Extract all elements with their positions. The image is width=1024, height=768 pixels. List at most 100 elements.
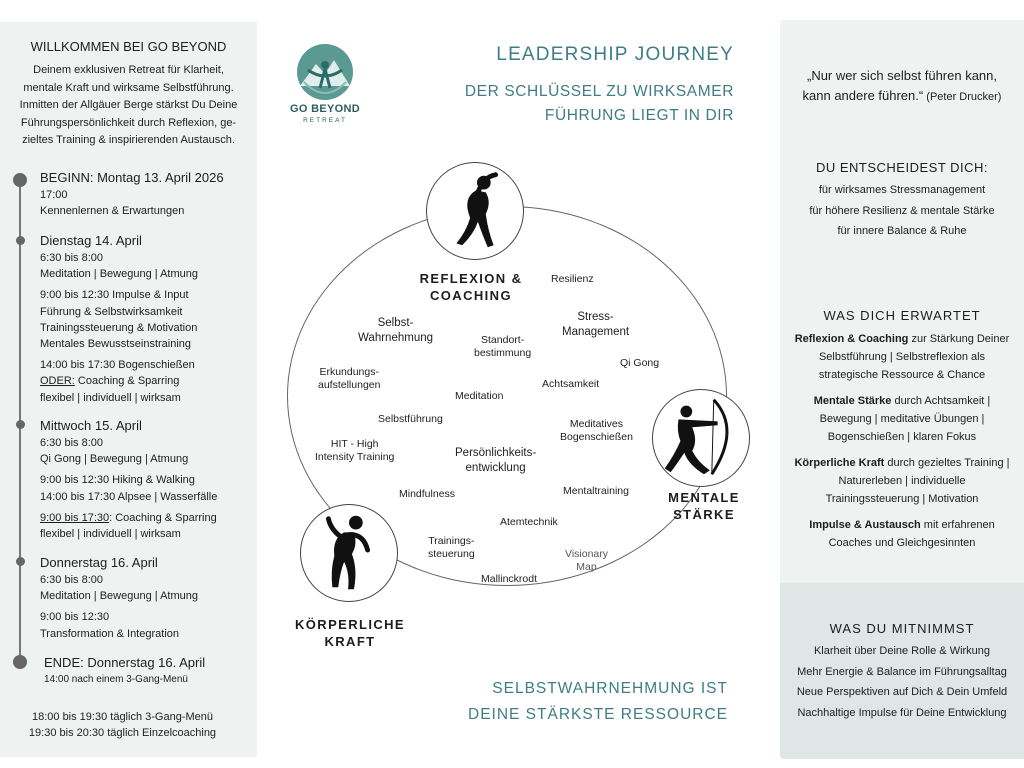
expect-item-koerper: Körperliche Kraft durch gezieltes Traini… [792,454,1012,508]
schedule-thursday: Donnerstag 16. April 6:30 bis 8:00 Medit… [40,555,198,642]
keyword-hit-training: HIT - High Intensity Training [315,438,394,464]
keyword-meditation: Meditation [455,390,504,402]
bottom-slogan: SELBSTWAHRNEHMUNG IST DEINE STÄRKSTE RES… [468,676,728,728]
schedule-line: Meditation | Bewegung | Atmung [40,590,198,603]
hub-label-line: KÖRPERLICHE [294,617,406,632]
schedule-line: Mentales Bewusstseinstraining [40,338,192,351]
keyword-line: HIT - High [330,438,379,450]
keyword-mentaltraining: Mentaltraining [563,485,629,497]
welcome-line: mentale Kraft und wirksame Selbstführung… [23,81,234,94]
keyword-line: entwicklung [465,462,526,474]
koerper-hub-icon [300,504,398,602]
keyword-visionary-map: Visionary Map [565,548,608,574]
keyword-line: steuerung [428,548,475,560]
welcome-text: Deinem exklusiven Retreat für Klarheit, … [0,62,257,150]
schedule-text: Coaching & Sparring [74,375,180,388]
schedule-line: 9:00 bis 12:30 [40,611,110,624]
schedule-begin: BEGINN: Montag 13. April 2026 17:00 Kenn… [40,170,224,219]
slogan-line: SELBSTWAHRNEHMUNG IST [492,680,728,697]
expect-item-text: durch Achtsamkeit | Bewegung | meditativ… [819,395,991,443]
decide-item: für wirksames Stressmanagement [818,184,986,196]
timeline-dot [16,236,25,245]
welcome-title: WILLKOMMEN BEI GO BEYOND [30,39,227,54]
keyword-mallinckrodt: Mallinckrodt [481,573,538,585]
keyword-line: Visionary [565,548,608,560]
jumping-figure-icon [456,172,499,248]
timeline-dot [16,557,25,566]
welcome-line: Führungspersönlichkeit durch Reflexion, … [20,116,237,129]
quote-author: (Peter Drucker) [923,91,1002,103]
keyword-resilienz: Resilienz [551,273,594,285]
hub-label-line: KRAFT [324,634,376,649]
hub-label-line: STÄRKE [673,507,735,522]
keyword-selbstwahrnehmung: Selbst- Wahrnehmung [358,316,433,346]
keyword-line: Management [562,326,630,338]
hub-label-line: REFLEXION & [419,271,523,286]
keyword-achtsamkeit: Achtsamkeit [542,378,600,390]
keyword-trainingssteuerung: Trainings- steuerung [428,535,475,561]
schedule-line: Transformation & Integration [40,627,179,640]
right-panel [780,20,1024,583]
schedule-line: 9:00 bis 12:30 Impulse & Input [40,289,189,302]
schedule-tuesday: Dienstag 14. April 6:30 bis 8:00 Meditat… [40,233,198,406]
schedule-text: : Coaching & Sparring [109,511,217,524]
schedule-line: flexibel | individuell | wirksam [40,391,181,404]
schedule-day-heading: ENDE: Donnerstag 16. April [44,655,206,670]
go-beyond-logo [297,44,353,100]
schedule-line: 6:30 bis 8:00 [40,437,103,449]
welcome-line: Inmitten der Allgäuer Berge stärkst Du D… [19,99,238,112]
keyword-qi-gong: Qi Gong [620,357,660,369]
subtitle-line: FÜHRUNG LIEGT IN DIR [544,107,734,124]
takeaway-item: Nachhaltige Impulse für Deine Entwicklun… [797,706,1007,719]
keyword-line: Erkundungs- [319,366,379,378]
slogan-line: DEINE STÄRKSTE RESSOURCE [468,706,728,723]
takeaway-title: WAS DU MITNIMMST [829,621,975,636]
schedule-line: 14:00 bis 17:30 Bogenschießen [40,359,195,372]
schedule-day-heading: BEGINN: Montag 13. April 2026 [40,170,224,185]
page-subtitle: DER SCHLÜSSEL ZU WIRKSAMER FÜHRUNG LIEGT… [465,80,734,128]
timeline-dot-end [13,655,27,669]
schedule-line: flexibel | individuell | wirksam [40,528,181,541]
expect-item-text: zur Stärkung Deiner Selbstführung | Selb… [818,333,1010,381]
keyword-line: bestimmung [474,347,532,359]
keyword-line: Intensity Training [315,451,395,463]
takeaway-item: Mehr Energie & Balance im Führungsalltag [797,665,1007,678]
option-label: ODER: [40,375,75,388]
expect-item-reflexion: Reflexion & Coaching zur Stärkung Deiner… [792,330,1012,384]
expect-item-mental: Mentale Stärke durch Achtsamkeit | Beweg… [792,392,1012,446]
expect-item-heading: Reflexion & Coaching [794,333,909,345]
keyword-atemtechnik: Atemtechnik [500,516,558,528]
hub-label-line: COACHING [430,288,512,303]
takeaway-list: Klarheit über Deine Rolle & Wirkung Mehr… [780,641,1024,723]
decide-item: für höhere Resilienz & mentale Stärke [809,204,995,217]
keyword-line: Trainings- [428,535,475,547]
keyword-selbstfuehrung: Selbstführung [378,413,443,425]
schedule-line: 14:00 bis 17:30 Alpsee | Wasserfälle [40,490,218,503]
keyword-line: Standort- [481,334,525,346]
schedule-line: Meditation | Bewegung | Atmung [40,268,198,281]
expect-item-heading: Körperliche Kraft [794,457,885,469]
quote-line: kann andere führen.“ (Peter Drucker) [780,86,1024,107]
left-panel: WILLKOMMEN BEI GO BEYOND Deinem exklusiv… [0,22,257,757]
schedule-line: 6:30 bis 8:00 [40,252,103,264]
schedule-line: Führung & Selbstwirksamkeit [40,305,183,318]
archer-figure-icon [664,398,729,476]
schedule-line: ODER: Coaching & Sparring [40,373,198,389]
welcome-line: zieltes Training & inspirierenden Austau… [22,134,235,147]
page-title: LEADERSHIP JOURNEY [496,44,734,65]
hub-label-line: MENTALE [668,490,740,505]
decide-title: DU ENTSCHEIDEST DICH: [815,160,989,175]
mental-hub-icon [652,389,750,487]
timeline-dot-start [13,173,27,187]
keyword-line: Map [576,561,597,573]
schedule-line: 9:00 bis 17:30: Coaching & Sparring [40,510,217,526]
keyword-erkundungsaufstellungen: Erkundungs- aufstellungen [318,366,380,392]
keyword-persoenlichkeitsentwicklung: Persönlichkeits- entwicklung [455,446,536,476]
keyword-line: Bogenschießen [560,431,633,443]
keyword-line: aufstellungen [318,379,381,391]
schedule-line: Trainingssteuerung & Motivation [40,321,198,334]
schedule-wednesday: Mittwoch 15. April 6:30 bis 8:00 Qi Gong… [40,418,217,542]
logo-name: GO BEYOND [290,103,360,115]
schedule-line: 6:30 bis 8:00 [40,574,103,586]
keyword-meditatives-bogenschiessen: Meditatives Bogenschießen [560,418,633,444]
